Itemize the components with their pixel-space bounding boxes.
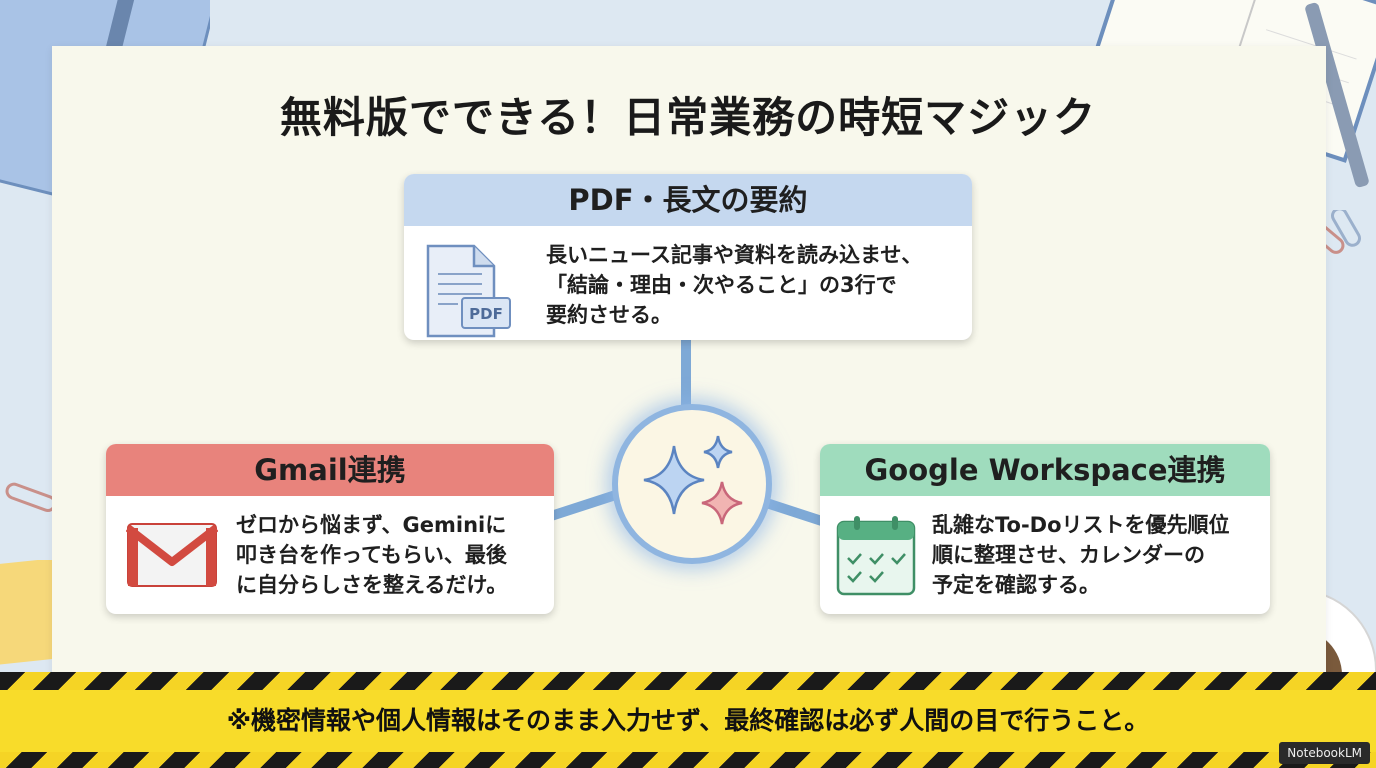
ai-hub <box>612 404 772 564</box>
card-workspace-body: 乱雑なTo-Doリストを優先順位 順に整理させ、カレンダーの 予定を確認する。 <box>820 496 1270 600</box>
card-gmail-heading: Gmail連携 <box>106 444 554 496</box>
card-workspace-line-3: 予定を確認する。 <box>932 573 1100 597</box>
card-gmail: Gmail連携 ゼロから悩まず、Geminiに 叩き台を作ってもらい、最後 に自… <box>106 444 554 614</box>
card-gmail-line-1: ゼロから悩まず、Geminiに <box>236 513 507 537</box>
gmail-envelope-icon <box>125 522 219 596</box>
card-pdf-body: PDF 長いニュース記事や資料を読み込ませ、 「結論・理由・次やること」の3行で… <box>404 226 972 340</box>
card-pdf-heading: PDF・長文の要約 <box>404 174 972 226</box>
warning-banner-text: ※機密情報や個人情報はそのまま入力せず、最終確認は必ず人間の目で行うこと。 <box>226 706 1150 735</box>
card-workspace-line-2: 順に整理させ、カレンダーの <box>932 543 1205 567</box>
card-gmail-line-2: 叩き台を作ってもらい、最後 <box>236 543 507 567</box>
card-pdf-line-3: 要約させる。 <box>546 303 672 327</box>
card-workspace: Google Workspace連携 乱雑なTo-Doリストを優先順位 順に整理… <box>820 444 1270 614</box>
notebooklm-watermark: NotebookLM <box>1279 742 1370 764</box>
sparkle-icon <box>643 435 743 525</box>
card-pdf-line-2: 「結論・理由・次やること」の3行で <box>546 273 897 297</box>
card-workspace-line-1: 乱雑なTo-Doリストを優先順位 <box>932 513 1230 537</box>
document-pdf-icon: PDF <box>424 244 514 340</box>
connector-top <box>681 340 691 406</box>
card-pdf-summary: PDF・長文の要約 PDF 長いニュース記事や資料を読み込ませ、 「結論・理由・… <box>404 174 972 340</box>
calendar-check-icon <box>836 514 916 604</box>
page-title: 無料版でできる！日常業務の時短マジック <box>279 93 1097 142</box>
card-gmail-body: ゼロから悩まず、Geminiに 叩き台を作ってもらい、最後 に自分らしさを整える… <box>106 496 554 600</box>
card-workspace-heading: Google Workspace連携 <box>820 444 1270 496</box>
card-pdf-line-1: 長いニュース記事や資料を読み込ませ、 <box>546 243 923 267</box>
warning-banner: ※機密情報や個人情報はそのまま入力せず、最終確認は必ず人間の目で行うこと。 <box>0 672 1376 768</box>
pdf-icon-label: PDF <box>469 305 503 323</box>
card-gmail-line-3: に自分らしさを整えるだけ。 <box>236 573 508 597</box>
warning-banner-strip: ※機密情報や個人情報はそのまま入力せず、最終確認は必ず人間の目で行うこと。 <box>0 690 1376 752</box>
